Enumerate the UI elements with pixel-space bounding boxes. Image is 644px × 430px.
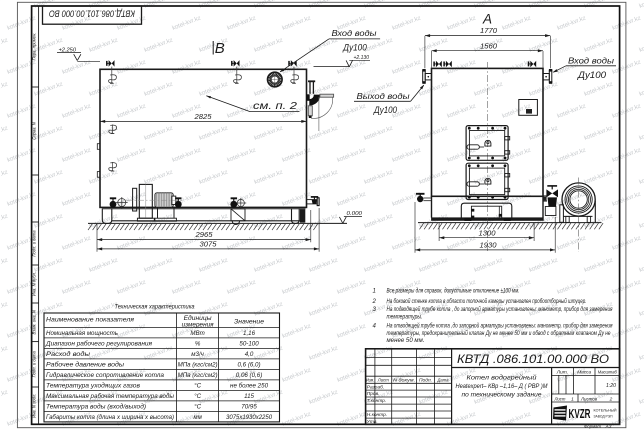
svg-text:Ду100: Ду100	[577, 70, 607, 81]
svg-text:Выход воды: Выход воды	[357, 92, 410, 101]
svg-text:Наименование показателя: Наименование показателя	[46, 317, 135, 324]
svg-text:+2.130: +2.130	[354, 55, 370, 61]
svg-text:Диапазон рабочего регулировани: Диапазон рабочего регулирования	[45, 340, 153, 347]
svg-text:Справ. N: Справ. N	[32, 121, 37, 139]
svg-text:Формат: Формат	[584, 424, 601, 430]
svg-text:Вход воды: Вход воды	[568, 57, 614, 66]
svg-text:1560: 1560	[480, 43, 497, 50]
svg-text:Техническая характеристика: Техническая характеристика	[115, 303, 195, 310]
svg-text:Подп. и дата: Подп. и дата	[32, 230, 37, 257]
svg-text:Утв.: Утв.	[367, 419, 378, 425]
svg-text:Взам. инв. N: Взам. инв. N	[32, 309, 37, 334]
svg-text:Котел водогрейный: Котел водогрейный	[467, 374, 538, 382]
svg-text:см. п. 2: см. п. 2	[253, 100, 297, 112]
svg-text:А3: А3	[605, 424, 612, 430]
svg-text:°С: °С	[194, 382, 201, 389]
svg-text:КОТЕЛЬНЫЙ: КОТЕЛЬНЫЙ	[594, 408, 617, 413]
svg-text:Значение: Значение	[234, 319, 265, 326]
svg-text:N докум.: N докум.	[393, 378, 415, 384]
svg-text:2825: 2825	[193, 114, 211, 121]
svg-text:Габариты котла (длина х ширина: Габариты котла (длина х ширина х высота)	[46, 414, 174, 421]
svg-text:менее 50 мм.: менее 50 мм.	[387, 337, 425, 344]
svg-text:Heatexpert– КВр –1,16– Д ( РВР: Heatexpert– КВр –1,16– Д ( РВР )М	[456, 383, 549, 390]
svg-text:м3/ч: м3/ч	[191, 351, 204, 358]
svg-text:Разраб.: Разраб.	[367, 384, 384, 390]
svg-text:Температура воды (вход/выход): Температура воды (вход/выход)	[46, 403, 146, 410]
svg-text:3075: 3075	[200, 242, 217, 249]
svg-text:1:20: 1:20	[606, 383, 617, 389]
svg-text:3: 3	[373, 306, 377, 313]
svg-text:А: А	[482, 12, 492, 27]
svg-text:70/95: 70/95	[241, 403, 257, 410]
svg-text:мм: мм	[193, 414, 202, 421]
svg-text:Изм.: Изм.	[366, 378, 374, 384]
svg-text:1770: 1770	[480, 28, 497, 35]
svg-text:Единицы: Единицы	[184, 315, 212, 322]
svg-text:%: %	[195, 340, 201, 347]
svg-text:Температура уходящих газов: Температура уходящих газов	[46, 382, 141, 389]
svg-text:КВТД.086.101.00.000 ВО: КВТД.086.101.00.000 ВО	[49, 9, 135, 19]
svg-text:Инв. N подл.: Инв. N подл.	[32, 393, 37, 417]
svg-text:Вход воды: Вход воды	[332, 29, 377, 38]
svg-text:Пров.: Пров.	[367, 391, 380, 397]
svg-text:4,0: 4,0	[245, 351, 254, 358]
svg-text:+2.250: +2.250	[59, 47, 77, 53]
svg-text:Подп. и дата: Подп. и дата	[32, 351, 37, 378]
svg-text:Лист: Лист	[554, 396, 566, 402]
svg-text:Максимальная рабочая температу: Максимальная рабочая температура воды	[46, 393, 174, 400]
svg-text:Т.контр.: Т.контр.	[367, 398, 386, 404]
svg-text:температуры, предохранительный: температуры, предохранительный клапан Ду…	[387, 330, 611, 337]
svg-text:2: 2	[609, 396, 613, 402]
svg-text:В: В	[215, 40, 225, 57]
svg-text:Все размеры для справок, допус: Все размеры для справок, допустимые откл…	[387, 288, 520, 295]
svg-text:2: 2	[372, 298, 377, 305]
svg-text:4: 4	[373, 323, 377, 330]
svg-text:температуры.: температуры.	[387, 313, 423, 320]
svg-text:ЗАВОД РЭП: ЗАВОД РЭП	[594, 414, 613, 419]
svg-text:МПа (кгс/см2): МПа (кгс/см2)	[178, 372, 218, 379]
svg-text:0.000: 0.000	[347, 211, 363, 217]
svg-text:Номинальная мощность: Номинальная мощность	[46, 330, 118, 337]
svg-text:по техническому задание: по техническому задание	[462, 391, 543, 399]
svg-text:°С: °С	[194, 393, 201, 400]
svg-text:0,06 (0,6): 0,06 (0,6)	[236, 372, 262, 379]
svg-text:Ду100: Ду100	[373, 105, 397, 116]
svg-text:115: 115	[244, 393, 254, 400]
svg-text:Рабочее давление воды: Рабочее давление воды	[46, 361, 124, 368]
svg-text:На боковой стенке котла в обла: На боковой стенке котла в области топочн…	[387, 298, 587, 305]
svg-text:Подп.: Подп.	[419, 378, 432, 384]
svg-text:Инв. N дубл.: Инв. N дубл.	[32, 272, 37, 296]
svg-text:1,16: 1,16	[243, 330, 256, 337]
svg-text:°С: °С	[194, 403, 201, 410]
svg-text:не более 250: не более 250	[230, 382, 269, 389]
svg-text:KVZR: KVZR	[569, 407, 591, 421]
svg-text:Ду100: Ду100	[342, 42, 366, 52]
svg-text:50-100: 50-100	[239, 340, 259, 347]
svg-text:Масштаб: Масштаб	[598, 370, 617, 376]
svg-text:Лист: Лист	[377, 378, 389, 384]
svg-text:1: 1	[373, 288, 376, 295]
svg-text:1300: 1300	[479, 230, 496, 237]
svg-text:2965: 2965	[194, 232, 212, 239]
svg-text:Гидравлическое сопротивление к: Гидравлическое сопротивление котла	[46, 372, 165, 379]
svg-text:измерения: измерения	[182, 322, 215, 329]
svg-text:КВТД .086.101.00.000 ВО: КВТД .086.101.00.000 ВО	[457, 352, 609, 366]
svg-text:Масса: Масса	[577, 370, 591, 376]
svg-text:Дата: Дата	[437, 378, 449, 384]
svg-text:МПа (кгс/см2): МПа (кгс/см2)	[178, 361, 218, 368]
svg-text:Расход воды: Расход воды	[46, 351, 91, 358]
svg-text:На подводящей трубе котла , д: На подводящей трубе котла , до запорной …	[387, 306, 614, 313]
svg-text:0,6 (6,0): 0,6 (6,0)	[238, 361, 261, 368]
svg-text:Листов: Листов	[580, 396, 597, 402]
svg-text:1: 1	[571, 396, 574, 402]
svg-text:1930: 1930	[480, 243, 497, 250]
svg-text:Лит.: Лит.	[556, 370, 568, 376]
svg-text:3075х1930х2250: 3075х1930х2250	[226, 414, 273, 421]
svg-text:Перв. примен.: Перв. примен.	[32, 33, 37, 61]
svg-text:Н.контр.: Н.контр.	[367, 412, 387, 418]
svg-text:На отводящей трубе котла ,до з: На отводящей трубе котла ,до запорной ар…	[387, 323, 614, 330]
svg-text:МВт: МВт	[190, 330, 204, 337]
